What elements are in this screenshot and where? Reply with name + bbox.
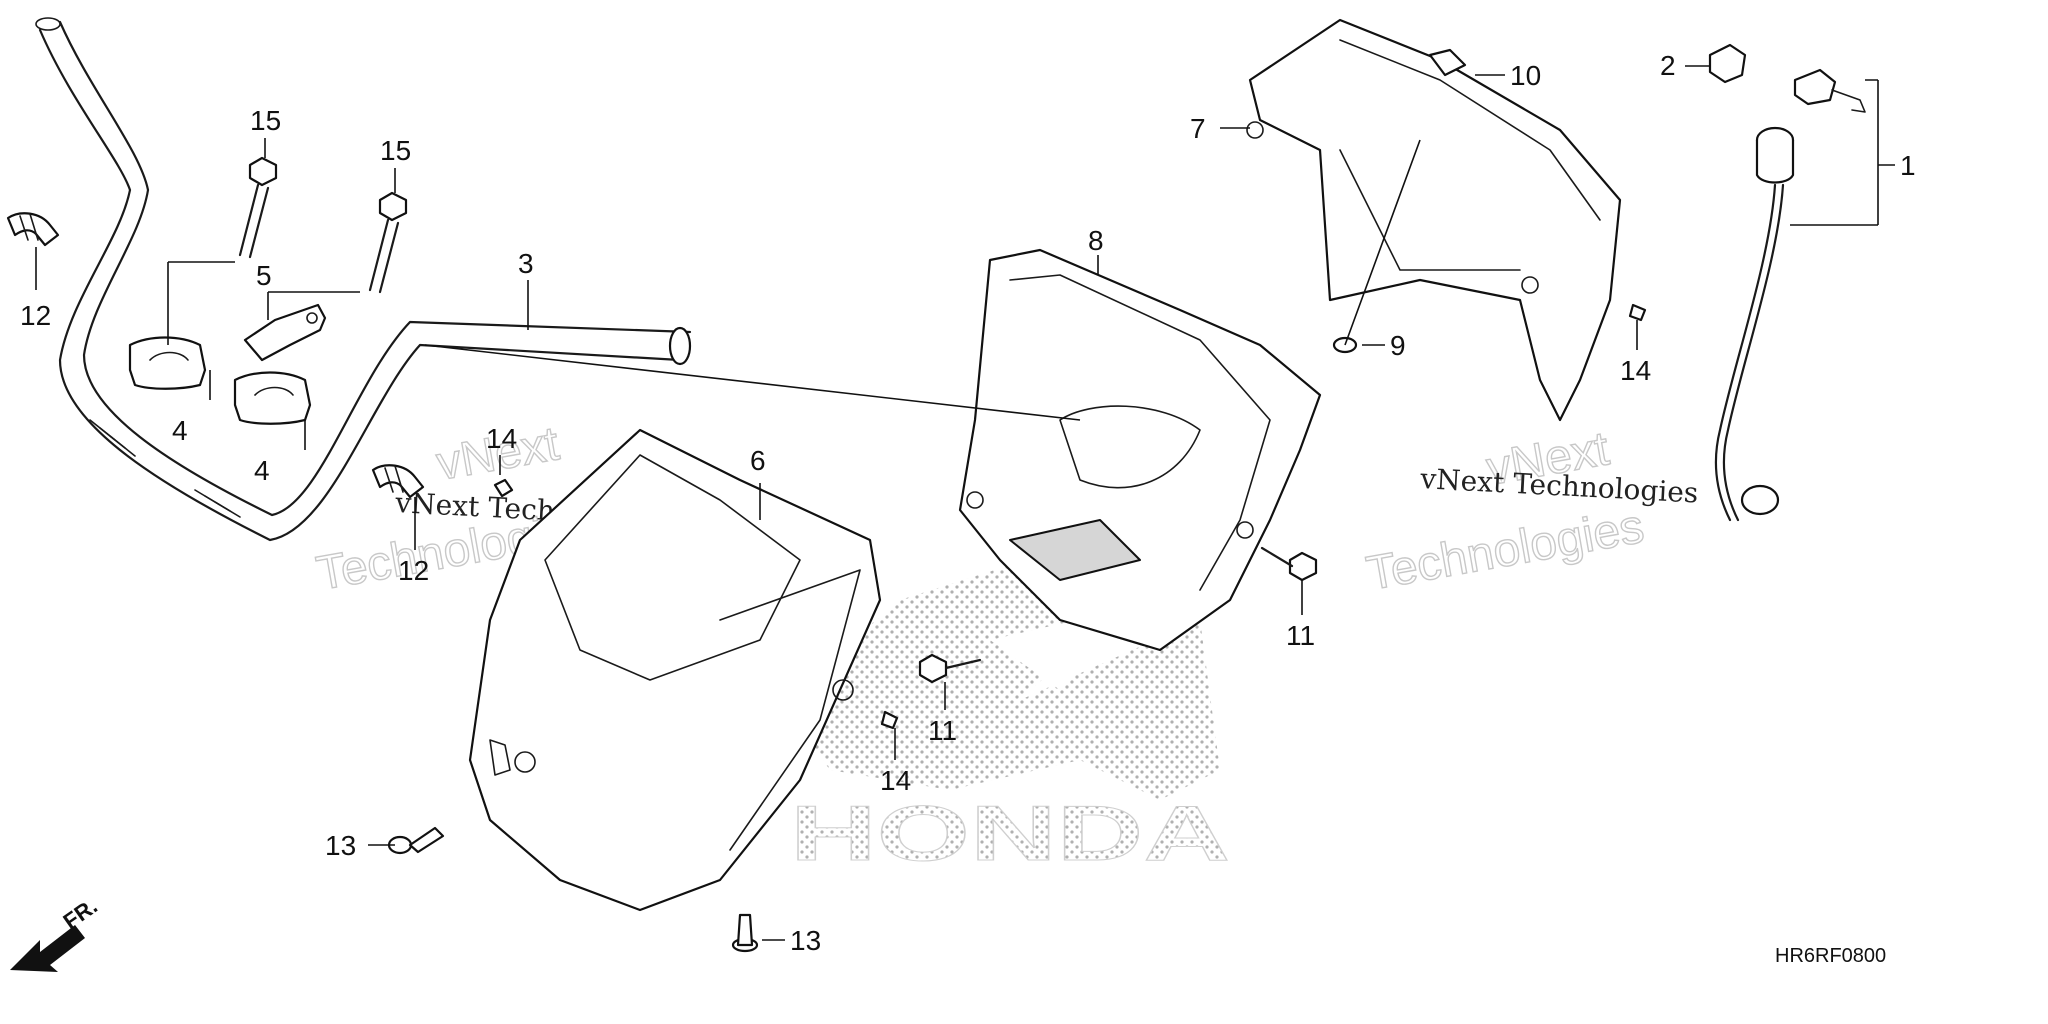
callout-4-left: 4	[172, 415, 188, 446]
callout-14-right: 14	[1620, 355, 1651, 386]
ignition-key-part	[1793, 68, 1866, 113]
callout-3: 3	[518, 248, 534, 279]
bracket-part	[243, 303, 327, 362]
direction-label: FR.	[59, 893, 102, 934]
callout-14-left: 14	[486, 423, 517, 454]
callout-15-right: 15	[380, 135, 411, 166]
callout-7: 7	[1190, 113, 1206, 144]
callout-6: 6	[750, 445, 766, 476]
bolt-upper-right	[368, 191, 408, 294]
reference-code: HR6RF0800	[1775, 945, 1886, 967]
callout-11-right: 11	[1286, 620, 1315, 651]
callout-10: 10	[1510, 60, 1541, 91]
callout-labels: 1 2 3 4 4 5 6 7 8 9 10 11 11 12 12 13 13…	[20, 50, 1916, 956]
callout-8: 8	[1088, 225, 1104, 256]
callout-15-left: 15	[250, 105, 281, 136]
key-cap-part	[1708, 43, 1747, 84]
callout-5: 5	[256, 260, 272, 291]
front-direction-arrow: FR.	[10, 893, 102, 972]
callout-13-left: 13	[325, 830, 356, 861]
bolt-right-11	[1260, 546, 1318, 582]
cable-clip-lower	[371, 464, 425, 499]
honda-logo-text: HONDA	[790, 789, 1230, 877]
callout-2: 2	[1660, 50, 1676, 81]
cable-clip-upper	[6, 212, 60, 247]
callout-12-upper: 12	[20, 300, 51, 331]
watermark-small-right: vNext Technologies	[1419, 462, 1699, 510]
screw-14-right	[1628, 303, 1647, 322]
callout-9: 9	[1390, 330, 1406, 361]
ignition-switch-part	[1714, 126, 1795, 522]
bolt-upper-left	[238, 156, 278, 259]
callout-11-center: 11	[928, 715, 957, 746]
callout-13-bottom: 13	[790, 925, 821, 956]
front-cover-part	[468, 428, 882, 912]
meter-visor-part	[1246, 18, 1622, 422]
callout-4-right: 4	[254, 455, 270, 486]
bolt-center-11	[918, 653, 982, 684]
callout-12-lower: 12	[398, 555, 429, 586]
rivet-left-13	[387, 826, 445, 855]
rivet-bottom-13	[731, 913, 759, 953]
handlebar-part	[35, 17, 692, 542]
handlebar-holder-left	[128, 336, 207, 390]
callout-1: 1	[1900, 150, 1916, 181]
callout-14-center: 14	[880, 765, 911, 796]
handlebar-holder-right	[233, 371, 312, 425]
clip-part	[1428, 48, 1467, 77]
leader-lines	[35, 65, 1895, 941]
inner-panel-part	[958, 248, 1322, 652]
handlebar-grip-bands	[89, 419, 241, 518]
watermark-technologies-right: Technologies	[1363, 500, 1648, 601]
screw-14-left	[493, 478, 514, 498]
screw-14-center	[880, 710, 899, 730]
